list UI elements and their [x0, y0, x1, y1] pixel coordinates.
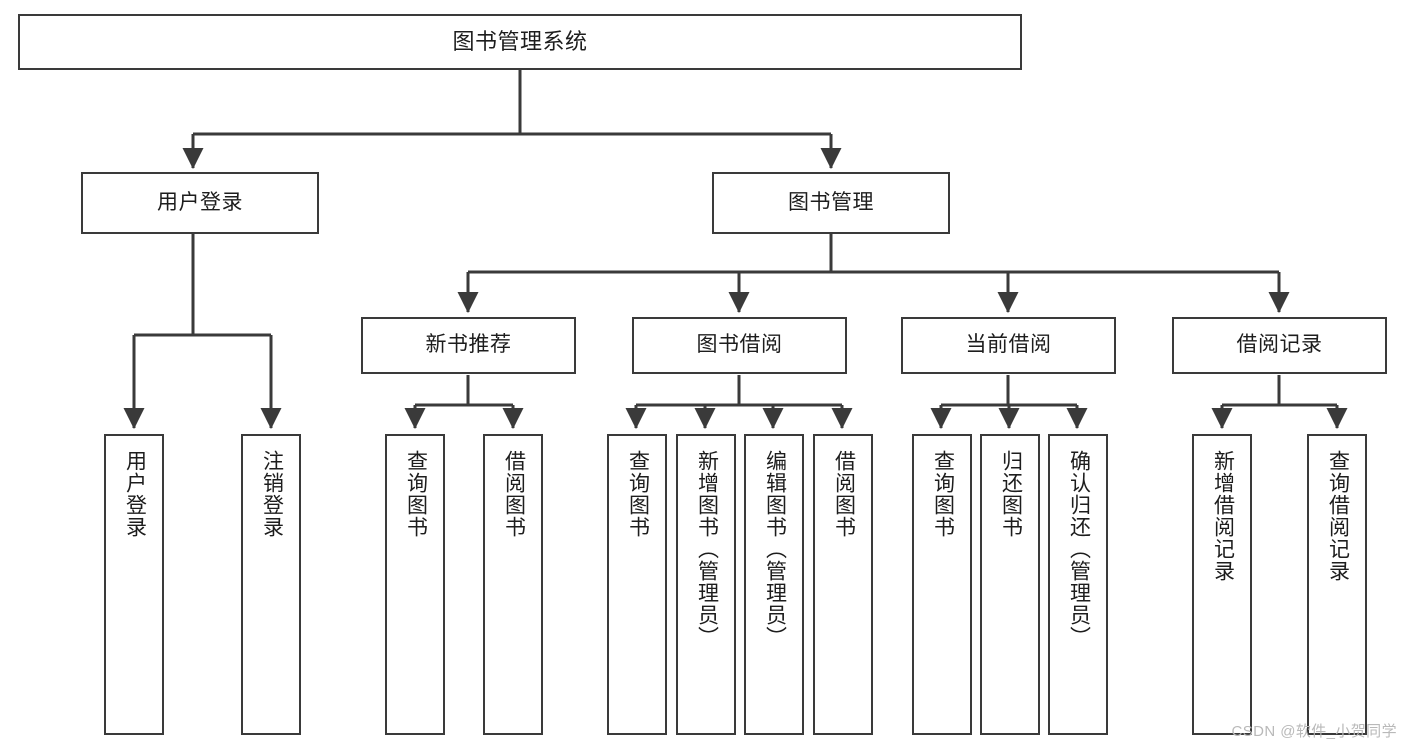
node-leaf-query-book-2[interactable]: 查询图书: [607, 434, 667, 735]
node-leaf-borrow-book-2[interactable]: 借阅图书: [813, 434, 873, 735]
node-leaf-add-book-label: 新增图书（管理员）: [695, 450, 719, 648]
node-leaf-query-book-3[interactable]: 查询图书: [912, 434, 972, 735]
node-leaf-logout-login-label: 注销登录: [260, 450, 284, 538]
node-new-book-recommend-label: 新书推荐: [425, 333, 512, 357]
node-user-login[interactable]: 用户登录: [81, 172, 319, 234]
node-current-borrow[interactable]: 当前借阅: [901, 317, 1116, 374]
node-leaf-borrow-book-1-label: 借阅图书: [502, 450, 526, 538]
node-leaf-borrow-book-2-label: 借阅图书: [832, 450, 856, 538]
node-current-borrow-label: 当前借阅: [965, 333, 1052, 357]
node-book-borrow[interactable]: 图书借阅: [632, 317, 847, 374]
node-leaf-query-book-3-label: 查询图书: [931, 450, 955, 538]
node-borrow-record[interactable]: 借阅记录: [1172, 317, 1387, 374]
node-leaf-confirm-return-label: 确认归还（管理员）: [1067, 450, 1091, 648]
csdn-watermark: CSDN @软件_小贺同学: [1231, 723, 1397, 740]
node-leaf-user-login[interactable]: 用户登录: [104, 434, 164, 735]
node-book-manage-label: 图书管理: [788, 190, 874, 214]
node-leaf-borrow-book-1[interactable]: 借阅图书: [483, 434, 543, 735]
node-book-borrow-label: 图书借阅: [696, 333, 783, 357]
node-leaf-query-record-label: 查询借阅记录: [1326, 450, 1350, 582]
node-leaf-add-book[interactable]: 新增图书（管理员）: [676, 434, 736, 735]
node-user-login-label: 用户登录: [157, 190, 243, 214]
node-leaf-edit-book-label: 编辑图书（管理员）: [763, 450, 787, 648]
node-root-book-management-system[interactable]: 图书管理系统: [18, 14, 1022, 70]
node-new-book-recommend[interactable]: 新书推荐: [361, 317, 576, 374]
node-leaf-return-book[interactable]: 归还图书: [980, 434, 1040, 735]
node-leaf-query-book-2-label: 查询图书: [626, 450, 650, 538]
node-borrow-record-label: 借阅记录: [1236, 333, 1323, 357]
node-leaf-user-login-label: 用户登录: [123, 450, 147, 538]
node-leaf-add-record[interactable]: 新增借阅记录: [1192, 434, 1252, 735]
node-leaf-query-book-1-label: 查询图书: [404, 450, 428, 538]
node-leaf-query-record[interactable]: 查询借阅记录: [1307, 434, 1367, 735]
node-leaf-return-book-label: 归还图书: [999, 450, 1023, 538]
node-leaf-edit-book[interactable]: 编辑图书（管理员）: [744, 434, 804, 735]
node-leaf-query-book-1[interactable]: 查询图书: [385, 434, 445, 735]
node-leaf-confirm-return[interactable]: 确认归还（管理员）: [1048, 434, 1108, 735]
node-leaf-add-record-label: 新增借阅记录: [1211, 450, 1235, 582]
node-root-label: 图书管理系统: [452, 29, 588, 55]
node-book-manage[interactable]: 图书管理: [712, 172, 950, 234]
node-leaf-logout-login[interactable]: 注销登录: [241, 434, 301, 735]
